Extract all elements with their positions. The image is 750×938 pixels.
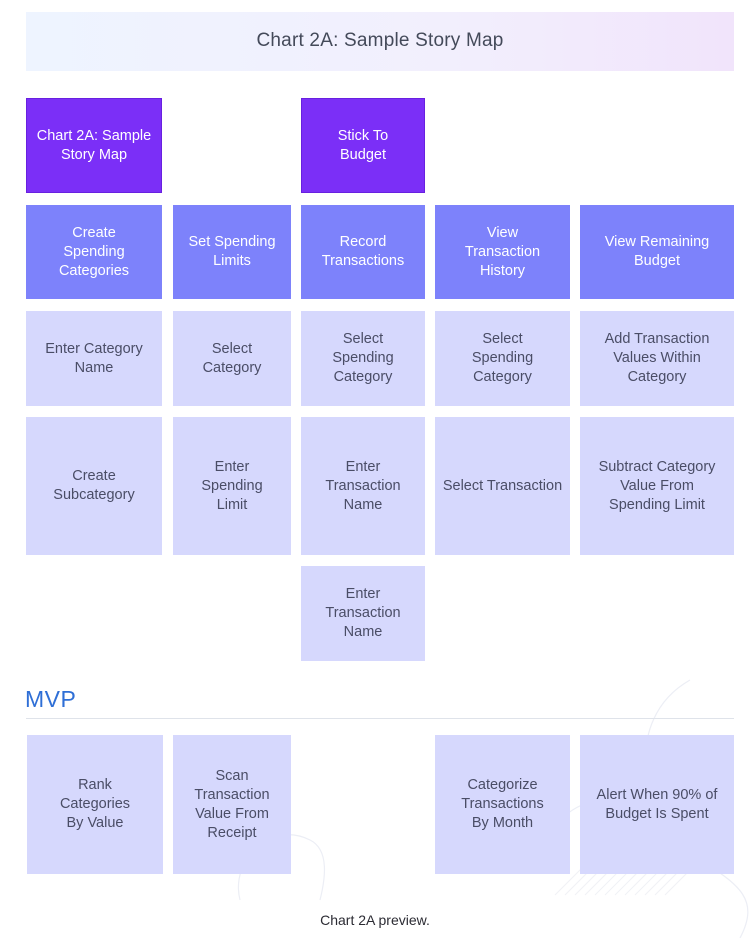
task-card: Create Subcategory — [26, 417, 162, 555]
page-title: Chart 2A: Sample Story Map — [256, 30, 504, 51]
task-label: Rank Categories By Value — [59, 777, 131, 831]
later-task-card: Categorize Transactions By Month — [435, 735, 570, 874]
task-card: Select Spending Category — [301, 311, 425, 406]
activity-card: View Remaining Budget — [580, 205, 734, 299]
later-task-card: Rank Categories By Value — [27, 735, 163, 874]
later-task-card: Scan Transaction Value From Receipt — [173, 735, 291, 874]
later-task-card: Alert When 90% of Budget Is Spent — [580, 735, 734, 874]
goal-label: Stick To Budget — [337, 127, 389, 163]
activity-label: Create Spending Categories — [58, 224, 130, 279]
activity-label: Set Spending Limits — [188, 234, 276, 269]
chart-header: Chart 2A: Sample Story Map — [26, 12, 734, 71]
task-card: Enter Category Name — [26, 311, 162, 406]
task-card: Subtract Category Value From Spending Li… — [580, 417, 734, 555]
task-card: Enter Spending Limit — [173, 417, 291, 555]
task-label: Scan Transaction Value From Receipt — [194, 767, 270, 841]
task-card: Select Transaction — [435, 417, 570, 555]
goal-card: Chart 2A: Sample Story Map — [26, 98, 162, 193]
task-card: Enter Transaction Name — [301, 417, 425, 555]
task-card: Select Spending Category — [435, 311, 570, 406]
task-label: Enter Category Name — [45, 340, 143, 376]
mvp-label: MVP — [25, 686, 77, 712]
task-label: Enter Transaction Name — [325, 458, 401, 513]
task-card: Add Transaction Values Within Category — [580, 311, 734, 406]
task-label: Add Transaction Values Within Category — [604, 331, 710, 385]
task-label: Categorize Transactions By Month — [461, 777, 544, 831]
task-label: Enter Transaction Name — [325, 586, 401, 640]
activity-card: Record Transactions — [301, 205, 425, 299]
task-label: Subtract Category Value From Spending Li… — [598, 458, 716, 513]
goal-label: Chart 2A: Sample Story Map — [36, 127, 152, 163]
task-label: Select Category — [202, 340, 262, 376]
goal-card: Stick To Budget — [301, 98, 425, 193]
task-label: Select Spending Category — [332, 331, 394, 385]
figure-caption: Chart 2A preview. — [320, 912, 430, 928]
task-card: Enter Transaction Name — [301, 566, 425, 661]
mvp-divider — [26, 718, 734, 719]
task-label: Select Transaction — [442, 477, 563, 494]
activity-card: Set Spending Limits — [173, 205, 291, 299]
activity-label: View Remaining Budget — [604, 234, 710, 269]
task-label: Select Spending Category — [471, 331, 534, 385]
task-label: Alert When 90% of Budget Is Spent — [596, 786, 718, 822]
activity-label: Record Transactions — [321, 234, 405, 269]
activity-card: Create Spending Categories — [26, 205, 162, 299]
activity-label: View Transaction History — [464, 224, 541, 279]
task-card: Select Category — [173, 311, 291, 406]
task-label: Enter Spending Limit — [201, 458, 263, 513]
activity-card: View Transaction History — [435, 205, 570, 299]
task-label: Create Subcategory — [53, 468, 135, 503]
